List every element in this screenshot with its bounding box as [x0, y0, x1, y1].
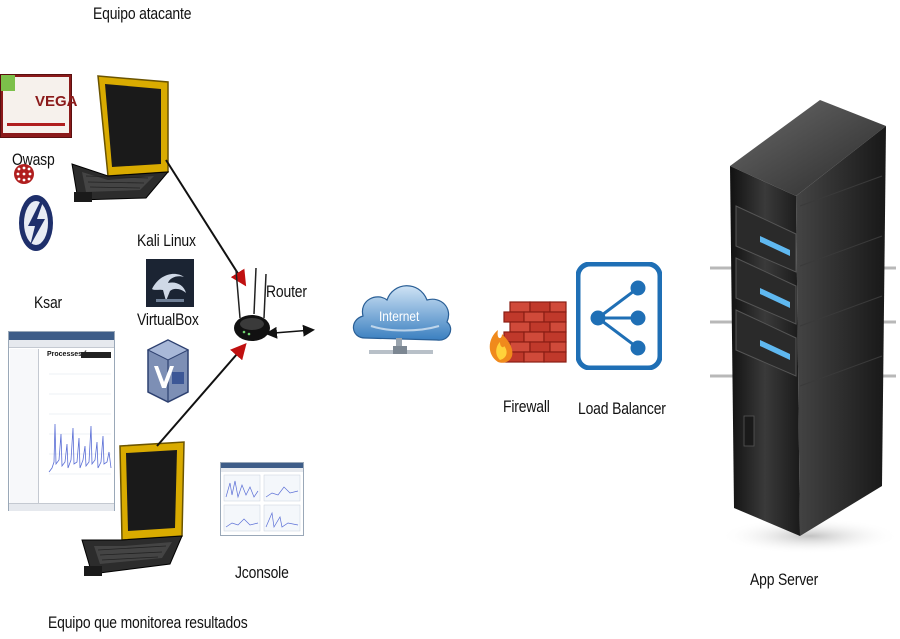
load-balancer-label: Load Balancer [578, 399, 666, 418]
ksar-graph [41, 364, 113, 484]
attacker-laptop-icon [71, 75, 170, 202]
kali-linux-icon [146, 259, 194, 307]
attacker-label: Equipo atacante [93, 4, 192, 23]
ksar-window-title: Processes for [47, 351, 94, 358]
router-label: Router [266, 282, 307, 301]
monitor-laptop-icon [81, 441, 185, 576]
vega-badge-icon [1, 75, 15, 91]
jconsole-label: Jconsole [235, 563, 289, 582]
firewall-label: Firewall [503, 397, 550, 416]
jconsole-graphs [223, 474, 301, 532]
firewall-icon [489, 301, 567, 363]
kali-label: Kali Linux [137, 231, 196, 250]
internet-cloud-icon [352, 285, 452, 354]
monitor-label: Equipo que monitorea resultados [48, 613, 248, 632]
jconsole-window [220, 462, 304, 536]
load-balancer-icon [576, 262, 662, 370]
owasp-icon [19, 195, 53, 251]
internet-label: Internet [379, 308, 420, 324]
vega-emblem-icon [14, 164, 34, 184]
app-server-label: App Server [750, 570, 819, 589]
ksar-tree [10, 349, 39, 504]
ksar-label: Ksar [34, 293, 63, 312]
router-internet-arrow [265, 324, 315, 339]
ksar-titlebar [9, 332, 114, 340]
ksar-window: Processes for [8, 331, 115, 511]
router-icon [234, 268, 270, 341]
virtualbox-label: VirtualBox [137, 310, 199, 329]
vega-logo-text: VEGA [35, 93, 78, 110]
app-server-icon [710, 100, 900, 554]
vega-logo: VEGA [0, 74, 78, 184]
virtualbox-icon [146, 339, 190, 403]
